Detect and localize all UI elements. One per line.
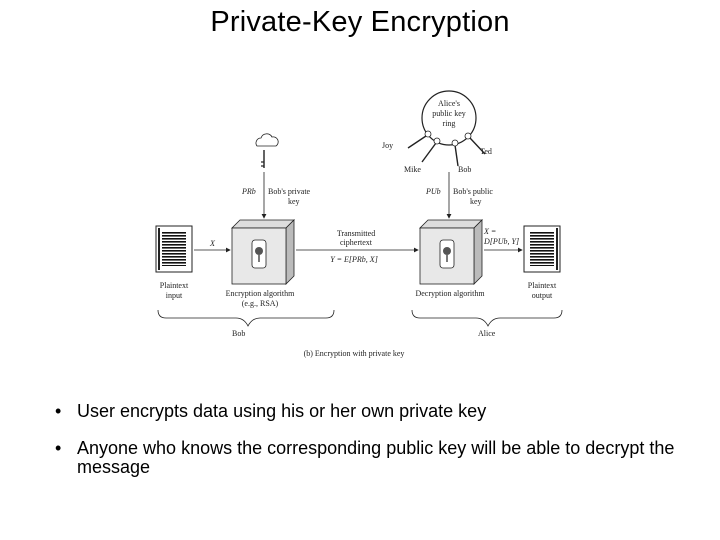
encryption-label-1: Encryption algorithm — [226, 289, 295, 298]
transmitted-label-2: ciphertext — [340, 238, 373, 247]
keyring-label-1: Alice's — [438, 99, 460, 108]
figure-caption: (b) Encryption with private key — [304, 349, 405, 358]
key-owner-bob: Bob — [458, 165, 471, 174]
decryption-box — [419, 219, 483, 285]
bullet-item: • User encrypts data using his or her ow… — [55, 402, 695, 421]
slide-title: Private-Key Encryption — [210, 6, 510, 38]
output-formula-2: D[PUb, Y] — [483, 237, 519, 246]
encryption-label-2: (e.g., RSA) — [242, 299, 279, 308]
alice-brace — [411, 309, 563, 327]
key-icon — [261, 150, 265, 168]
input-symbol: X — [209, 239, 216, 248]
plaintext-input-label-1: Plaintext — [160, 281, 189, 290]
key-owner-joy: Joy — [382, 141, 393, 150]
encryption-box — [231, 219, 295, 285]
key-icon — [421, 137, 441, 163]
plaintext-input-label-2: input — [166, 291, 183, 300]
keyring-label-2: public key — [432, 109, 466, 118]
private-key-encryption-diagram: Alice's public key ring Joy Ted Mike Bob… — [140, 88, 580, 364]
ciphertext-formula: Y = E[PRb, X] — [330, 255, 378, 264]
plaintext-input-document-icon — [155, 225, 193, 273]
key-icon — [407, 130, 432, 149]
bullet-list: • User encrypts data using his or her ow… — [55, 402, 695, 495]
plaintext-output-document-icon — [523, 225, 561, 273]
lock-icon — [251, 239, 267, 269]
decryption-label-1: Decryption algorithm — [415, 289, 485, 298]
key-icon — [451, 139, 459, 167]
plaintext-output-label-1: Plaintext — [528, 281, 557, 290]
public-key-label-2: key — [470, 197, 482, 206]
bob-brace — [157, 309, 335, 327]
lock-icon — [439, 239, 455, 269]
plaintext-output-label-2: output — [532, 291, 553, 300]
bullet-dot-icon: • — [55, 438, 62, 458]
key-icon — [464, 132, 486, 155]
output-formula-1: X = — [483, 227, 496, 236]
public-key-symbol: PUb — [425, 187, 441, 196]
keyring-label-3: ring — [443, 119, 456, 128]
bob-brace-label: Bob — [232, 329, 245, 338]
bullet-text: Anyone who knows the corresponding publi… — [77, 438, 675, 477]
key-owner-mike: Mike — [404, 165, 421, 174]
cloud-icon — [255, 133, 279, 147]
public-key-label-1: Bob's public — [453, 187, 493, 196]
bullet-dot-icon: • — [55, 401, 62, 421]
private-key-label-2: key — [288, 197, 300, 206]
transmitted-label-1: Transmitted — [337, 229, 375, 238]
private-key-symbol: PRb — [241, 187, 256, 196]
keyring-icon — [407, 90, 486, 167]
alice-brace-label: Alice — [478, 329, 496, 338]
bullet-item: • Anyone who knows the corresponding pub… — [55, 439, 695, 477]
diagram-svg: Alice's public key ring Joy Ted Mike Bob… — [155, 90, 563, 358]
bullet-text: User encrypts data using his or her own … — [77, 401, 487, 421]
private-key-label-1: Bob's private — [268, 187, 311, 196]
key-owner-ted: Ted — [480, 147, 492, 156]
